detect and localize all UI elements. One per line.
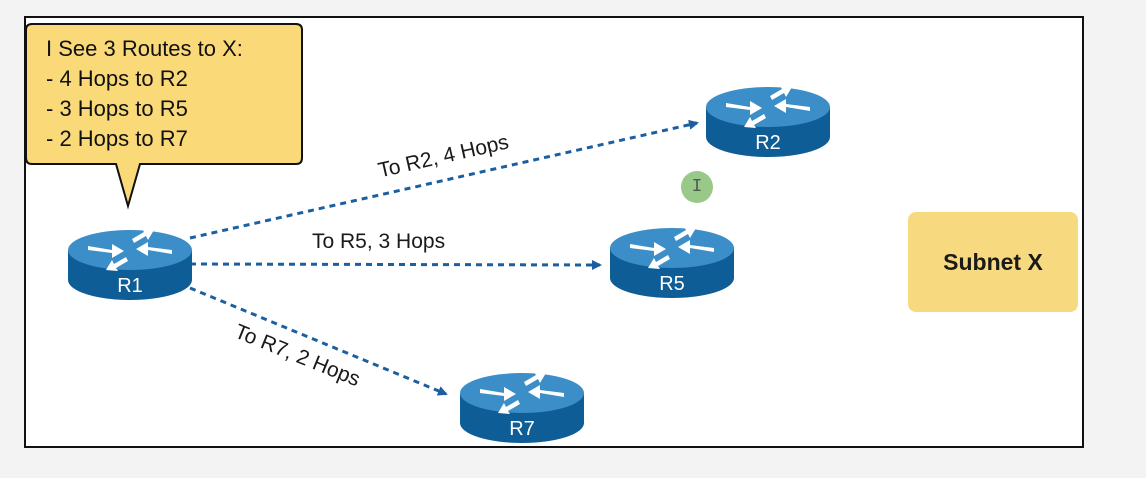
router-r2-label: R2	[755, 132, 781, 154]
router-r5-top	[610, 228, 734, 268]
router-r1-label: R1	[117, 275, 143, 297]
router-r2: R2	[706, 86, 830, 157]
route-line-r2	[189, 119, 699, 240]
callout-line: - 2 Hops to R7	[46, 126, 188, 151]
router-arrows-icon	[630, 227, 714, 269]
callout-line: - 3 Hops to R5	[46, 96, 188, 121]
subnet-box	[908, 212, 1078, 312]
router-arrows-icon	[726, 86, 810, 128]
cursor-glyph: I	[691, 177, 703, 197]
router-r5-label: R5	[659, 273, 685, 295]
router-r7: R7	[460, 372, 584, 443]
subnet-label: Subnet X	[943, 248, 1043, 275]
route-line-r5	[189, 259, 602, 270]
text-cursor-icon: I	[681, 171, 713, 203]
router-r5: R5	[610, 227, 734, 298]
callout-line: I See 3 Routes to X:	[46, 36, 243, 61]
route-line-r7	[189, 286, 448, 396]
callout-line: - 4 Hops to R2	[46, 66, 188, 91]
router-r1: R1	[68, 229, 192, 300]
router-r2-top	[706, 87, 830, 127]
router-arrows-icon	[88, 229, 172, 271]
callout-bubble	[25, 23, 303, 210]
router-r1-top	[68, 230, 192, 270]
callout-text: I See 3 Routes to X: - 4 Hops to R2 - 3 …	[46, 34, 243, 154]
router-r7-label: R7	[509, 418, 535, 440]
route-label-r5: To R5, 3 Hops	[312, 230, 446, 253]
router-arrows-icon	[480, 372, 564, 414]
router-r7-top	[460, 373, 584, 413]
